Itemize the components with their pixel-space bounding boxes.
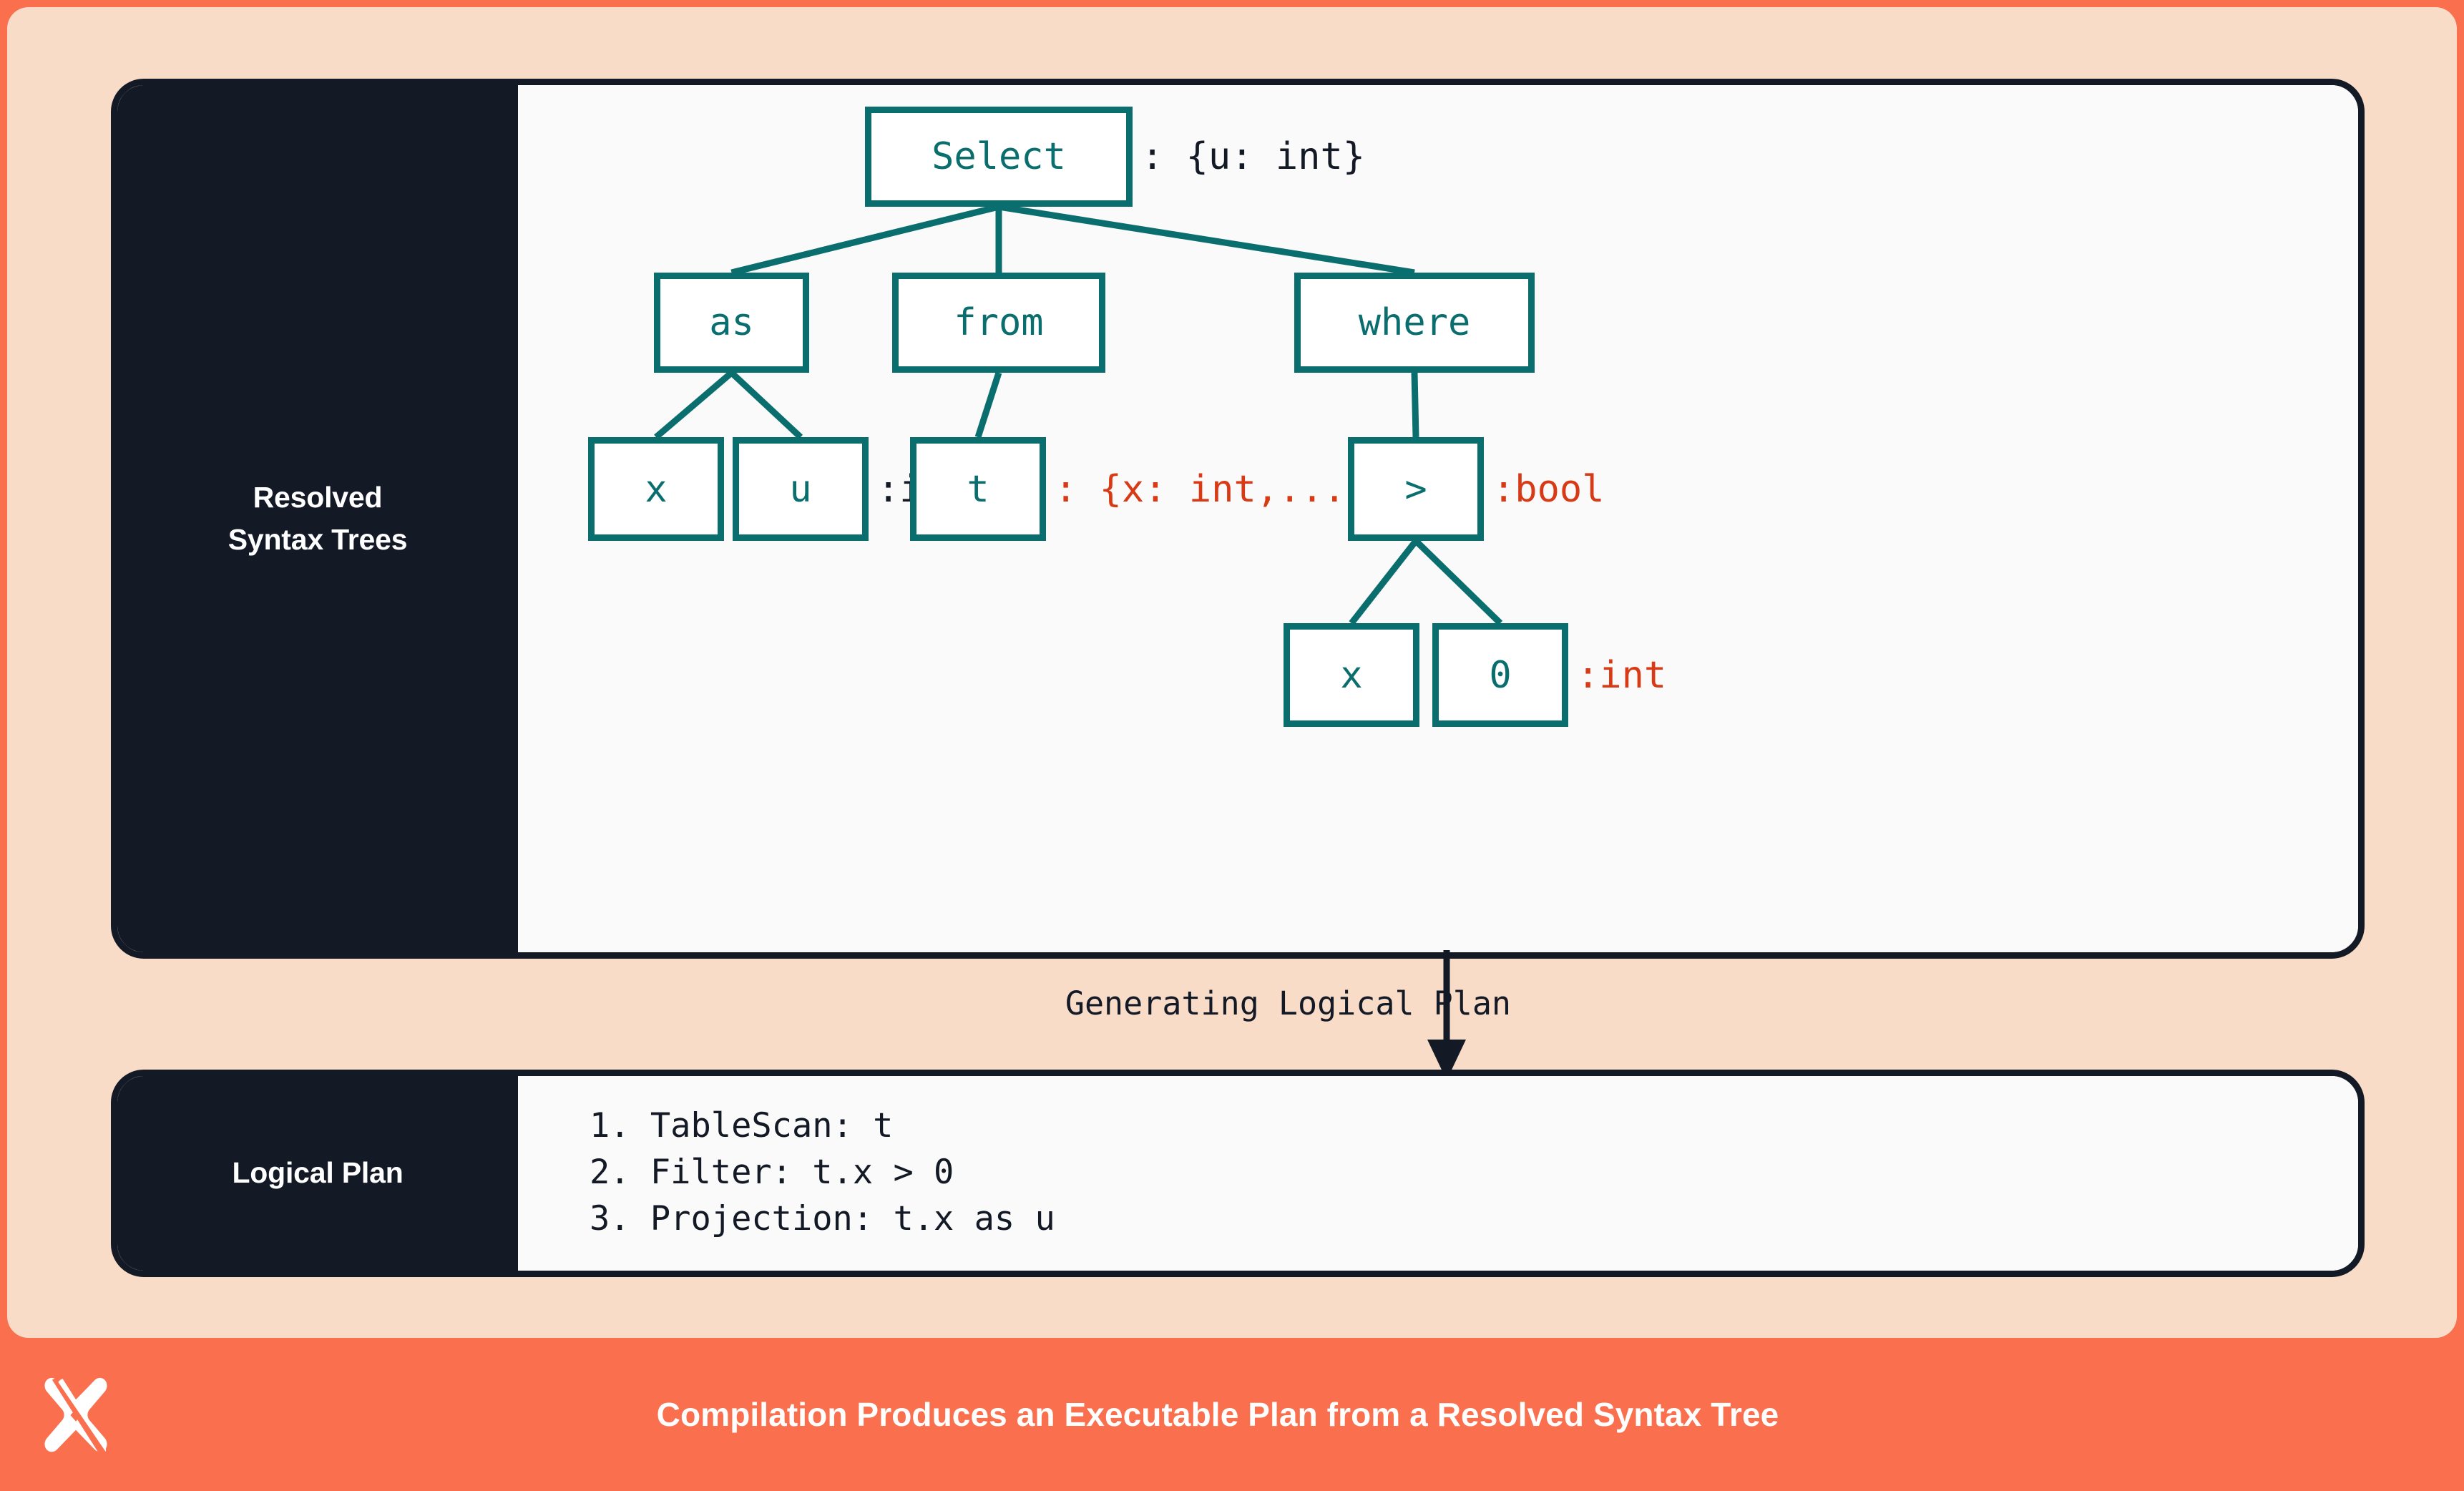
syntax-tree-canvas: Select: {u: int}asfromwherex:intu:intt: … <box>518 85 2358 952</box>
tree-node-gt-0[interactable]: 0 <box>1432 623 1568 727</box>
logical-plan-step: 3. Projection: t.x as u <box>590 1198 1055 1238</box>
logical-plan-body: 1. TableScan: t 2. Filter: t.x > 0 3. Proj… <box>518 1076 2358 1271</box>
tree-node-label: from <box>954 301 1044 344</box>
tree-node-as[interactable]: as <box>654 273 809 373</box>
tree-edge <box>1411 372 1419 438</box>
tree-node-annotation-select: : {u: int} <box>1141 135 1366 178</box>
tree-node-label: 0 <box>1489 653 1512 697</box>
resolved-syntax-trees-title-line1: Resolved <box>253 480 383 514</box>
tree-edge <box>729 370 803 440</box>
syntax-tree-layer: Select: {u: int}asfromwherex:intu:intt: … <box>518 85 2358 952</box>
logical-plan-title: Logical Plan <box>232 1156 404 1190</box>
logical-plan-panel: Logical Plan 1. TableScan: t 2. Filter: t… <box>111 1070 2365 1277</box>
logical-plan-side-label: Logical Plan <box>117 1076 518 1271</box>
tree-node-label: Select <box>932 135 1066 178</box>
tree-edge <box>1349 539 1419 625</box>
tree-node-from[interactable]: from <box>892 273 1105 373</box>
logical-plan-step: 2. Filter: t.x > 0 <box>590 1152 954 1192</box>
resolved-syntax-trees-title: Resolved Syntax Trees <box>228 476 408 562</box>
tree-edge <box>998 203 1415 276</box>
tree-edge <box>1413 538 1503 626</box>
tree-edge <box>974 371 1002 439</box>
logical-plan-steps: 1. TableScan: t 2. Filter: t.x > 0 3. Proj… <box>590 1103 1055 1243</box>
tree-node-label: where <box>1358 301 1471 344</box>
resolved-syntax-trees-title-line2: Syntax Trees <box>228 523 408 556</box>
tree-node-select[interactable]: Select <box>865 107 1133 207</box>
butterfly-x-logo-icon <box>44 1375 108 1455</box>
down-arrow-icon <box>1427 950 1466 1080</box>
tree-node-as-x[interactable]: x <box>588 437 724 541</box>
syntax-tree-edges <box>654 203 1503 626</box>
tree-node-annotation-gt: :bool <box>1492 467 1605 511</box>
footer-bar: Compilation Produces an Executable Plan … <box>0 1338 2464 1491</box>
tree-edge <box>730 203 1000 276</box>
transition-group: Generating Logical Plan <box>111 950 2365 1080</box>
slide-canvas: Resolved Syntax Trees Select : {u: int} as… <box>7 7 2457 1338</box>
tree-node-annotation-from-t: : {x: int,...} <box>1055 467 1369 511</box>
footer-caption: Compilation Produces an Executable Plan … <box>656 1396 1779 1433</box>
tree-node-annotation-gt-0: :int <box>1577 653 1667 697</box>
tree-node-label: x <box>1340 653 1363 697</box>
logical-plan-step: 1. TableScan: t <box>590 1106 894 1145</box>
tree-node-gt[interactable]: > <box>1348 437 1484 541</box>
tree-node-label: x <box>645 467 668 511</box>
tree-node-label: > <box>1404 467 1427 511</box>
resolved-syntax-trees-panel: Resolved Syntax Trees Select : {u: int} as… <box>111 79 2365 959</box>
tree-edge <box>654 370 734 440</box>
tree-node-where[interactable]: where <box>1294 273 1535 373</box>
tree-node-label: as <box>709 301 754 344</box>
tree-node-from-t[interactable]: t <box>910 437 1046 541</box>
tree-node-gt-x[interactable]: x <box>1284 623 1419 727</box>
tree-node-label: u <box>789 467 812 511</box>
tree-node-label: t <box>967 467 989 511</box>
resolved-syntax-trees-side-label: Resolved Syntax Trees <box>117 85 518 952</box>
tree-node-as-u[interactable]: u <box>733 437 869 541</box>
